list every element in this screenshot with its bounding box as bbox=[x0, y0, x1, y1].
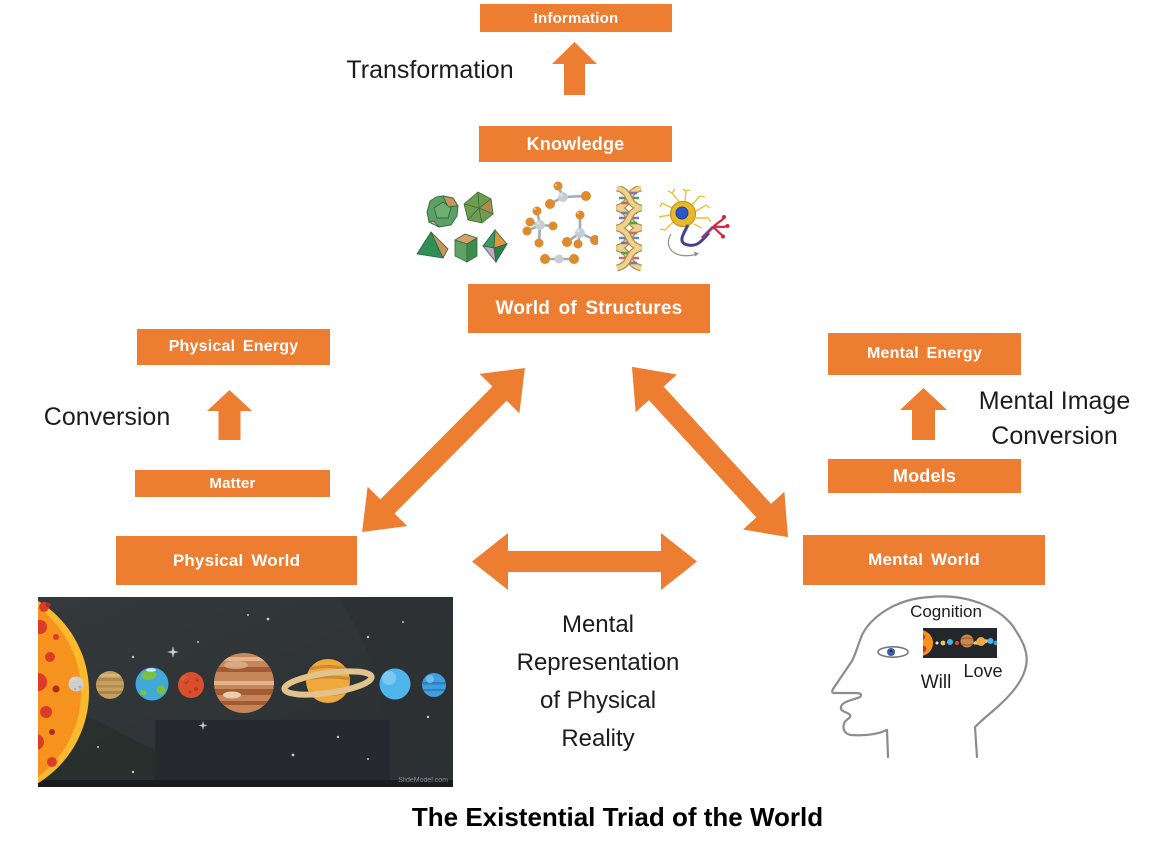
slide-title: The Existential Triad of the World bbox=[411, 802, 824, 832]
box-models: Models bbox=[828, 459, 1021, 493]
label-line: Conversion bbox=[991, 422, 1118, 450]
double-arrow-structures-mental bbox=[631, 366, 789, 538]
label-mental-image-conversion: Mental Image Conversion bbox=[952, 384, 1157, 454]
dark-patch bbox=[155, 720, 390, 783]
planet-earth bbox=[135, 667, 169, 701]
box-physical-world: Physical World bbox=[116, 536, 357, 585]
sun bbox=[38, 600, 89, 784]
box-mental-energy: Mental Energy bbox=[828, 333, 1021, 375]
label-conversion: Conversion bbox=[43, 403, 171, 431]
double-arrow-physical-structures bbox=[362, 368, 525, 532]
box-knowledge: Knowledge bbox=[479, 126, 672, 162]
mini-solar-system-image bbox=[923, 628, 997, 658]
head-outline bbox=[831, 595, 1028, 759]
up-arrow-conversion bbox=[207, 390, 252, 440]
polyhedra-icon bbox=[416, 191, 508, 264]
label-line: Reality bbox=[561, 725, 635, 752]
label-line: Representation bbox=[516, 649, 680, 676]
label-line: of Physical bbox=[539, 687, 657, 714]
label-line: Mental Image bbox=[978, 387, 1131, 415]
up-arrow-transformation bbox=[552, 42, 597, 95]
box-matter: Matter bbox=[135, 470, 330, 497]
box-information: Information bbox=[480, 4, 672, 32]
label-cognition: Cognition bbox=[910, 602, 982, 621]
up-arrow-mental-image-conversion bbox=[900, 388, 947, 440]
double-arrow-physical-mental bbox=[472, 533, 697, 590]
planet-mercury bbox=[68, 676, 84, 692]
box-physical-energy: Physical Energy bbox=[137, 329, 330, 365]
label-mental-representation: Mental Representation of Physical Realit… bbox=[492, 606, 704, 758]
planet-saturn bbox=[281, 659, 375, 703]
planet-uranus bbox=[379, 668, 411, 700]
neuron-icon bbox=[658, 188, 730, 257]
image-watermark: SlideModel.com bbox=[398, 777, 448, 784]
head-profile-image bbox=[831, 595, 1028, 759]
label-love: Love bbox=[963, 661, 1003, 681]
planet-neptune bbox=[422, 673, 446, 697]
planet-mars bbox=[178, 672, 204, 698]
planet-venus bbox=[96, 671, 124, 699]
planet-jupiter bbox=[214, 653, 274, 713]
eye-icon bbox=[877, 645, 909, 658]
molecules-icon bbox=[522, 181, 598, 264]
stars bbox=[97, 614, 430, 774]
dna-helix-icon bbox=[615, 186, 643, 272]
label-transformation: Transformation bbox=[346, 56, 514, 84]
label-will: Will bbox=[920, 672, 952, 693]
label-line: Mental bbox=[561, 611, 635, 638]
box-mental-world: Mental World bbox=[803, 535, 1045, 585]
solar-system-image: SlideModel.com bbox=[38, 597, 453, 787]
box-world-of-structures: World of Structures bbox=[468, 284, 710, 333]
